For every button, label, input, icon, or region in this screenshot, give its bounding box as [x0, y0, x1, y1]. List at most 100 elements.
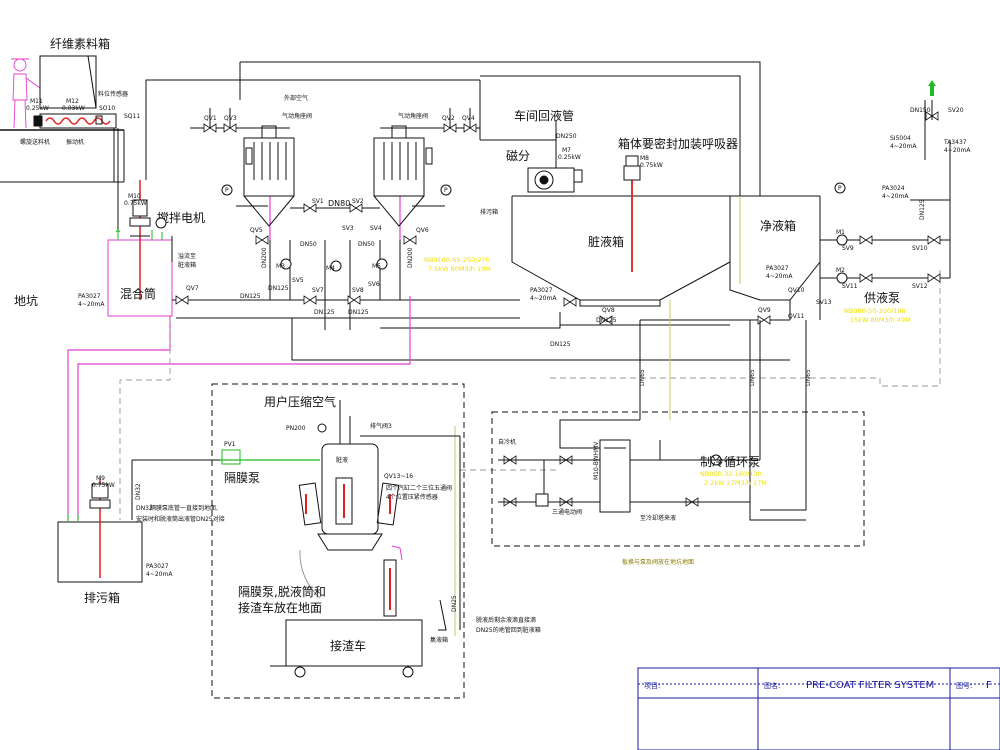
m7-kw: 0.25kW [558, 154, 581, 161]
dn32-note2: 安装时和脱液筒出液管DN25对接 [136, 515, 225, 523]
qv6-label: QV6 [416, 227, 429, 234]
qv5-label: QV5 [250, 227, 263, 234]
pa3024-label: PA3024 [882, 185, 905, 192]
fiber-box-label: 纤维素料箱 [50, 36, 110, 51]
dirty-tank-label: 脏液箱 [588, 234, 624, 249]
gauge-p2: P [444, 187, 448, 194]
m10-kw: 0.75kW [124, 200, 147, 207]
floor-note-2: 接渣车放在地面 [238, 600, 322, 615]
three-way-label: 三通电动阀 [552, 508, 582, 516]
sv10-label: SV10 [912, 245, 928, 252]
pa3027-tank: PA3027 [530, 287, 553, 294]
slag-cart-label: 接渣车 [330, 638, 366, 653]
level-sensor-label: 料位传感器 [98, 90, 128, 98]
drain-label: 排污箱 [480, 208, 498, 216]
operator-icon [11, 58, 41, 129]
m9-label: M9 [96, 475, 105, 482]
sv13-label: SV13 [816, 299, 832, 306]
qv1-label: QV1 [204, 115, 217, 122]
sv20-label: SV20 [948, 107, 964, 114]
qv2-label: QV2 [442, 115, 455, 122]
dn200-right: DN200 [407, 247, 414, 268]
dn150-label: DN150 [910, 107, 931, 114]
ma-tank: 4~20mA [530, 295, 557, 302]
sewage-tank-group [57, 459, 220, 583]
ma-supply: 4~20mA [882, 193, 909, 200]
dewater-group [220, 400, 461, 678]
sv7-label: SV7 [312, 287, 324, 294]
sv3-label: SV3 [342, 225, 354, 232]
m12-label: M12 [66, 98, 79, 105]
sv6-label: SV6 [368, 281, 380, 288]
m10-label: M10 [128, 193, 141, 200]
tank-group [480, 120, 821, 307]
qv7-label: QV7 [186, 285, 199, 292]
sq11-label: SQ11 [124, 113, 140, 120]
so10-label: SO10 [99, 105, 115, 112]
tb-title: PRE-COAT FILTER SYSTEM [806, 680, 934, 691]
pipe-network [145, 61, 951, 511]
mix-tank-label: 混合筒 [120, 286, 156, 301]
sv5-label: SV5 [292, 277, 304, 284]
sewage-tank-label: 排污箱 [84, 590, 120, 605]
dn125-e: DN125 [596, 317, 617, 324]
gray-dashed-lines [119, 270, 941, 520]
tb-header-project: 项目: [644, 682, 660, 690]
sv9-label: SV9 [842, 245, 854, 252]
pump-spec-1: NB0100-65-250/270 [424, 256, 490, 264]
qv-note: 四个汽缸二个三位五通阀 [386, 484, 452, 492]
olive-lines [454, 300, 671, 636]
dn65-c: DN65 [805, 369, 812, 386]
si5004-label: SI5004 [890, 135, 911, 142]
overflow-label2: 脏液箱 [178, 261, 196, 269]
pressure-gauges [155, 182, 846, 229]
qv8-label: QV8 [602, 307, 615, 314]
tb-code: F [986, 680, 992, 691]
dn25-vert: DN25 [451, 595, 458, 612]
vibrator-label: 振动机 [66, 138, 84, 146]
cooling-group [498, 320, 806, 521]
qv11-label: QV11 [788, 313, 805, 320]
overflow-label: 溢流至 [178, 252, 196, 260]
pa3027-mix: PA3027 [78, 293, 101, 300]
m2-label: M2 [836, 267, 845, 274]
dn125-b: DN125 [240, 293, 261, 300]
to-cooler-label: 至冷却塔来液 [640, 514, 676, 522]
m8-label: M8 [640, 155, 649, 162]
pn200-label: PN200 [286, 425, 306, 432]
filter-left [243, 125, 295, 227]
sv1-label: SV1 [312, 198, 324, 205]
outer-air-label: 外部空气 [284, 94, 308, 102]
fiber-box [39, 55, 97, 109]
dn32-note: 隔膜泵底管一直接到地面, [150, 504, 218, 512]
mixer-motor-label: 搅拌电机 [157, 210, 205, 225]
qv13-16-label: QV13~16 [384, 473, 413, 480]
dn125-f: DN125 [550, 341, 571, 348]
cooling-pump-label: 制冷循环泵 [700, 455, 760, 469]
supply-pump-label: 供液泵 [864, 290, 900, 305]
tb-header-code: 图号: [956, 682, 972, 690]
dn80-label: DN80 [328, 199, 350, 208]
m5-label: M5 [372, 263, 381, 270]
panel-note: 板换与泵及阀放在地坑地面 [622, 558, 694, 566]
sv8-label: SV8 [352, 287, 364, 294]
ma-sew: 4~20mA [146, 571, 173, 578]
cooling-spec2: 2.2kW 27M3/h 17M [704, 479, 767, 487]
slag-note2: DN25的地管回到脏液箱 [476, 626, 541, 634]
m7-label: M7 [562, 147, 571, 154]
dn125-c: DN125 [314, 309, 335, 316]
sealed-note: 箱体要密封加装呼吸器 [618, 136, 738, 151]
ma-ta: 4~20mA [944, 147, 971, 154]
dn250-label: DN250 [556, 133, 577, 140]
inline-pumps [280, 234, 848, 466]
dn65-b: DN65 [749, 369, 756, 386]
from-cooler-label: 自冷机 [498, 438, 516, 446]
ma-clean: 4~20mA [766, 273, 793, 280]
cooling-box [491, 411, 865, 547]
cooling-spec: NB050-32-160/130 [700, 470, 762, 478]
floor-note-1: 隔膜泵,脱液筒和 [238, 584, 326, 599]
pump-spec-2b: 15kW 80M3/h 49M [850, 316, 911, 324]
dn125-a: DN125 [268, 285, 289, 292]
pump-spec-1b: 7.5kW 80M3/h 19M [428, 265, 491, 273]
feeder-group [0, 55, 125, 240]
